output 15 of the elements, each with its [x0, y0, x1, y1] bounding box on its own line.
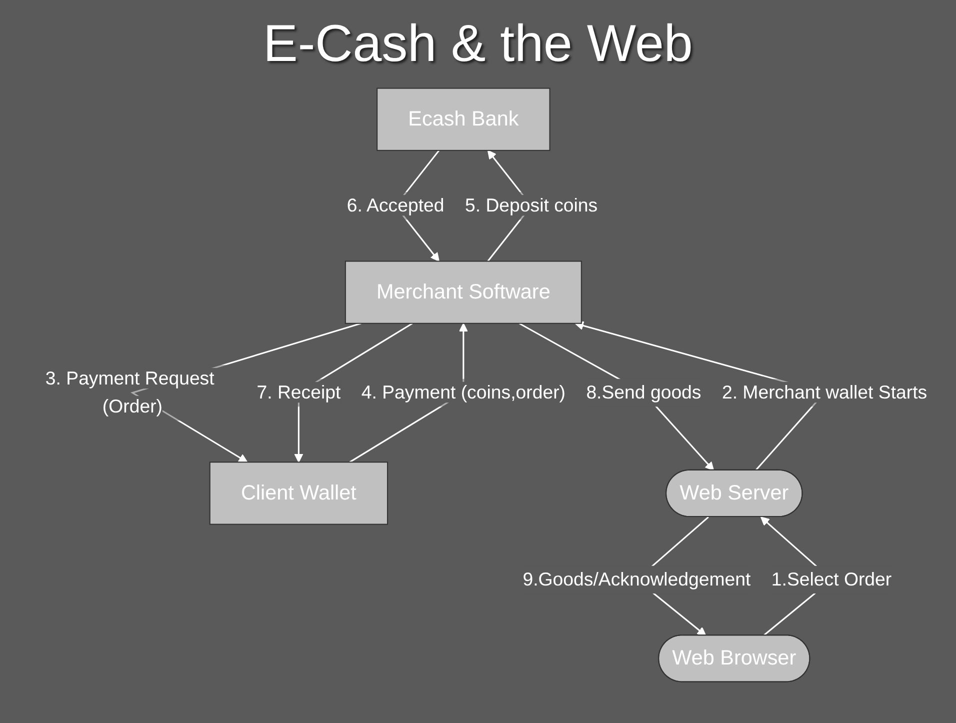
node-box: Ecash Bank [376, 88, 550, 151]
edge-label: 9.Goods/Acknowledgement [522, 568, 751, 590]
arrow [130, 322, 362, 463]
edge-label: 4. Payment (coins,order) [361, 382, 566, 403]
edge-label: 8.Send goods [586, 382, 702, 403]
edge-label: 5. Deposit coins [464, 194, 598, 216]
edge-label: 1.Select Order [771, 568, 892, 590]
edge-label: 6. Accepted [346, 194, 444, 216]
node-box: Merchant Software [344, 260, 582, 324]
slide-title: E-Cash & the Web [262, 14, 694, 74]
edge-label: 3. Payment Request (Order) [45, 368, 214, 417]
edge-label: 2. Merchant wallet Starts [722, 382, 928, 403]
edge-label: 7. Receipt [256, 382, 341, 403]
node-box: Client Wallet [209, 462, 388, 525]
arrow [518, 322, 714, 471]
